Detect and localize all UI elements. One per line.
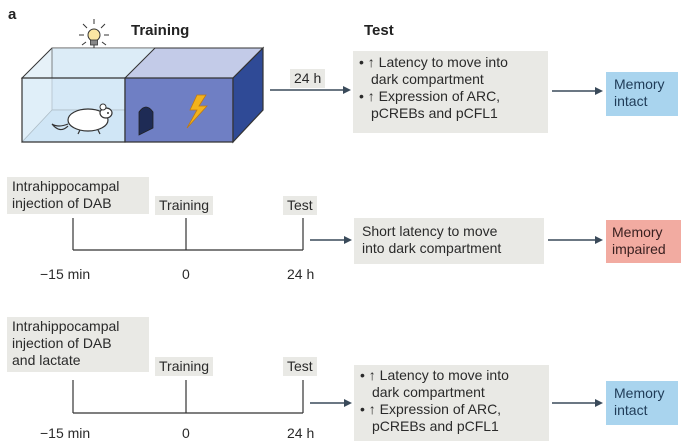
- row2-test-box: Short latency to move into dark compartm…: [354, 218, 544, 264]
- outcome-line: impaired: [612, 241, 666, 257]
- mouse-icon: [51, 103, 113, 135]
- row3-test-box: • ↑ Latency to move into dark compartmen…: [354, 365, 549, 441]
- row3-test-label: Test: [283, 357, 317, 376]
- row2-test-label: Test: [283, 196, 317, 215]
- injection-line: Intrahippocampal: [12, 318, 120, 334]
- row2-test-line: Short latency to move: [362, 223, 498, 239]
- row3-test-line: dark compartment: [372, 384, 485, 400]
- row3-tick-0: 0: [182, 425, 190, 441]
- training-heading: Training: [131, 22, 190, 39]
- injection-line: injection of DAB: [12, 335, 112, 351]
- outcome-line: Memory: [612, 224, 663, 240]
- row2-training-label: Training: [155, 196, 214, 215]
- row3-test-line: pCREBs and pCFL1: [372, 418, 499, 434]
- row3-test-line: • ↑ Expression of ARC,: [360, 401, 502, 417]
- row1-test-line: dark compartment: [371, 71, 484, 87]
- row2-outcome-memory-impaired: Memory impaired: [606, 220, 681, 263]
- row3-tick-minus15: −15 min: [40, 425, 91, 441]
- row2-injection-label: Intrahippocampal injection of DAB: [7, 177, 149, 214]
- test-heading: Test: [364, 22, 394, 39]
- row3-tick-24h: 24 h: [287, 425, 315, 441]
- row1-test-line: • ↑ Expression of ARC,: [359, 88, 501, 104]
- row3-test-line: • ↑ Latency to move into: [360, 367, 509, 383]
- outcome-line: intact: [614, 93, 648, 109]
- row2-test-line: into dark compartment: [362, 240, 502, 256]
- row3-outcome-memory-intact: Memory intact: [606, 381, 678, 425]
- lightning-bolt-icon: [186, 94, 208, 129]
- row3-training-label: Training: [155, 357, 214, 376]
- row1-test-line: pCREBs and pCFL1: [371, 105, 498, 121]
- row1-test-box: • ↑ Latency to move into dark compartmen…: [353, 51, 548, 133]
- injection-line: injection of DAB: [12, 195, 112, 211]
- outcome-line: intact: [614, 402, 648, 418]
- row2-tick-24h: 24 h: [287, 266, 315, 282]
- injection-line: and lactate: [12, 352, 81, 368]
- outcome-line: Memory: [614, 385, 665, 401]
- light-bulb-icon: [79, 19, 109, 48]
- outcome-line: Memory: [614, 76, 665, 92]
- panel-letter: a: [8, 6, 17, 23]
- row1-test-line: • ↑ Latency to move into: [359, 54, 508, 70]
- injection-line: Intrahippocampal: [12, 178, 120, 194]
- delay-label: 24 h: [290, 69, 326, 88]
- row2-tick-minus15: −15 min: [40, 266, 91, 282]
- row2-tick-0: 0: [182, 266, 190, 282]
- row3-injection-label: Intrahippocampal injection of DAB and la…: [7, 317, 149, 372]
- row1-outcome-memory-intact: Memory intact: [606, 72, 678, 116]
